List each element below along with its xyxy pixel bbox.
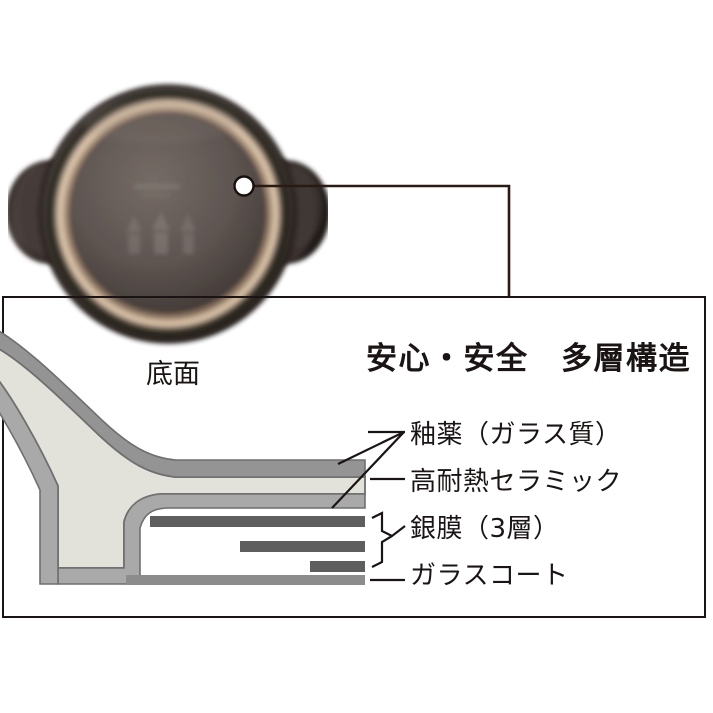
glaze-band-upper: [0, 330, 366, 478]
leader-lines: [331, 430, 406, 582]
layer-label-glaze: 釉薬（ガラス質）: [410, 420, 622, 450]
layer-label-ceramic: 高耐熱セラミック: [410, 467, 623, 497]
silver-film-bars: [150, 516, 365, 572]
pot-top-sheen: [82, 100, 238, 144]
wall-outer-edge: [0, 381, 59, 585]
pot-embossed-symbols: [126, 212, 196, 254]
cross-section-illustration: [0, 330, 406, 585]
silver-film-bar-1: [150, 516, 365, 527]
layer-label-silver-film: 銀膜（3層）: [410, 514, 560, 544]
silver-film-bar-3: [310, 561, 365, 572]
leader-silver-brace: [371, 511, 406, 568]
diagram-title: 安心・安全 多層構造: [366, 341, 691, 377]
silver-film-bar-2: [240, 541, 365, 552]
pot-embossed-text: [134, 184, 180, 197]
glass-coat-bar: [126, 575, 365, 585]
multilayer-diagram-box: [2, 296, 706, 618]
photo-caption-bottom-face: 底面: [146, 359, 200, 390]
layer-label-glass-coat: ガラスコート: [410, 561, 569, 591]
pot-inner-base: [72, 114, 264, 310]
